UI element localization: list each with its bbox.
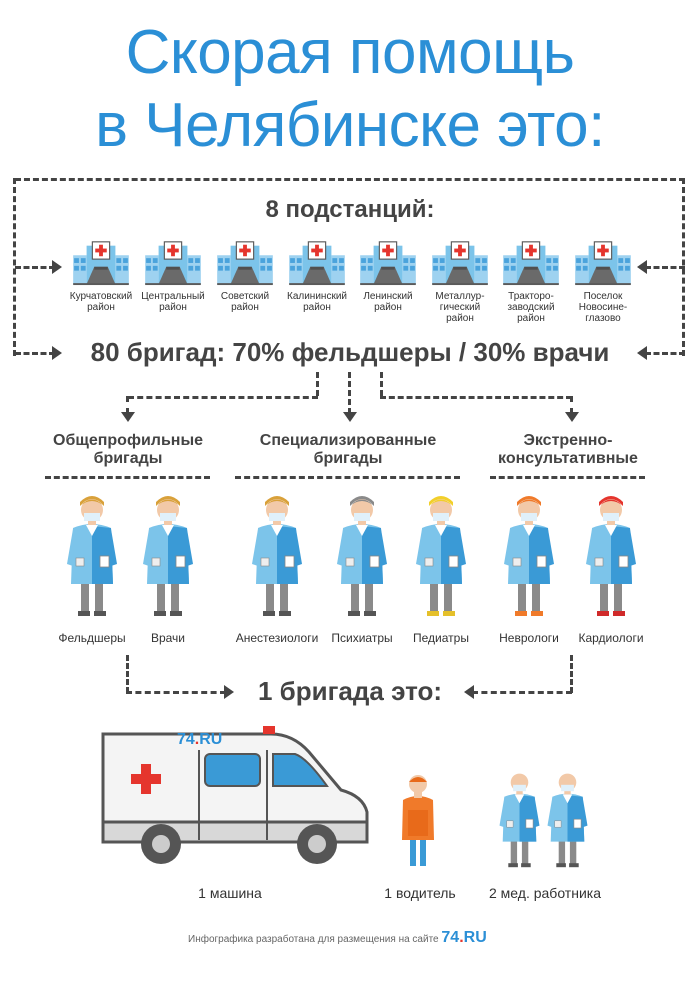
bracket-top xyxy=(15,178,685,181)
ambulance-logo: 74.RU xyxy=(177,731,223,748)
label-car: 1 машина xyxy=(198,885,262,901)
specialist-label: Фельдшеры xyxy=(58,631,126,645)
arrow-left-icon xyxy=(637,260,647,274)
hospital-building-icon xyxy=(72,241,130,286)
footer-logo: 74.RU xyxy=(441,929,487,946)
specialist-label: Неврологи xyxy=(499,631,559,645)
branch-mid-v xyxy=(348,372,351,414)
branch-right-v2 xyxy=(570,396,573,414)
arrow-down-icon xyxy=(121,412,135,422)
arrow-left-icon xyxy=(464,685,474,699)
hospital-building-icon xyxy=(359,241,417,286)
arrow-right-icon xyxy=(52,260,62,274)
hospital-building-icon xyxy=(574,241,632,286)
right-collect-h xyxy=(472,691,572,694)
bracket-left-arrow-line xyxy=(15,266,55,269)
arrow-down-icon xyxy=(343,412,357,422)
arrow-right-icon xyxy=(52,346,62,360)
label-medics: 2 мед. работника xyxy=(489,885,601,901)
hospital-building-icon xyxy=(288,241,346,286)
title-line-2: в Челябинске это: xyxy=(95,91,605,160)
left-collect-v xyxy=(126,655,129,693)
right-collect-v xyxy=(570,655,573,693)
category-emergency: Экстренно-консультативные xyxy=(498,432,638,467)
medic-figure-icon xyxy=(503,496,555,617)
medic-figure-icon xyxy=(251,496,303,617)
one-brigade-heading: 1 бригада это: xyxy=(257,676,443,706)
bracket-left xyxy=(13,178,16,356)
hospital-building-icon xyxy=(431,241,489,286)
label-driver: 1 водитель xyxy=(384,885,456,901)
category-underline xyxy=(45,476,210,479)
branch-left-h xyxy=(128,396,318,399)
medic-icon xyxy=(547,773,588,868)
hospital-building-icon xyxy=(216,241,274,286)
title-line-1: Скорая помощь xyxy=(125,18,575,87)
branch-right-h xyxy=(380,396,572,399)
footer: Инфографика разработана для размещения н… xyxy=(188,929,518,947)
medic-figure-icon xyxy=(336,496,388,617)
substations-heading: 8 подстанций: xyxy=(200,196,500,224)
medic-figure-icon xyxy=(585,496,637,617)
arrow-left-icon xyxy=(637,346,647,360)
left-collect-h xyxy=(126,691,226,694)
bracket-right-arrow-line xyxy=(645,266,685,269)
footer-text: Инфографика разработана для размещения н… xyxy=(188,934,439,945)
brigades-summary: 80 бригад: 70% фельдшеры / 30% врачи xyxy=(90,337,610,367)
branch-left-v xyxy=(126,396,129,414)
category-underline xyxy=(235,476,460,479)
arrow-down-icon xyxy=(565,412,579,422)
specialist-label: Кардиологи xyxy=(578,631,644,645)
specialist-label: Педиатры xyxy=(413,631,469,645)
specialist-label: Анестезиологи xyxy=(235,631,319,645)
category-underline xyxy=(490,476,645,479)
specialist-label: Психиатры xyxy=(331,631,393,645)
hospital-building-icon xyxy=(502,241,560,286)
driver-icon xyxy=(402,775,434,866)
medic-figure-icon xyxy=(66,496,118,617)
hospital-building-icon xyxy=(144,241,202,286)
specialist-label: Врачи xyxy=(150,631,186,645)
bracket-bottom-right-line xyxy=(645,352,685,355)
arrow-right-icon xyxy=(224,685,234,699)
ambulance-icon xyxy=(101,726,369,864)
bracket-bottom-left-line xyxy=(15,352,55,355)
branch-center-v xyxy=(316,372,319,396)
branch-right-v1 xyxy=(380,372,383,396)
medic-figure-icon xyxy=(142,496,194,617)
medic-icon xyxy=(499,773,540,868)
medic-figure-icon xyxy=(415,496,467,617)
